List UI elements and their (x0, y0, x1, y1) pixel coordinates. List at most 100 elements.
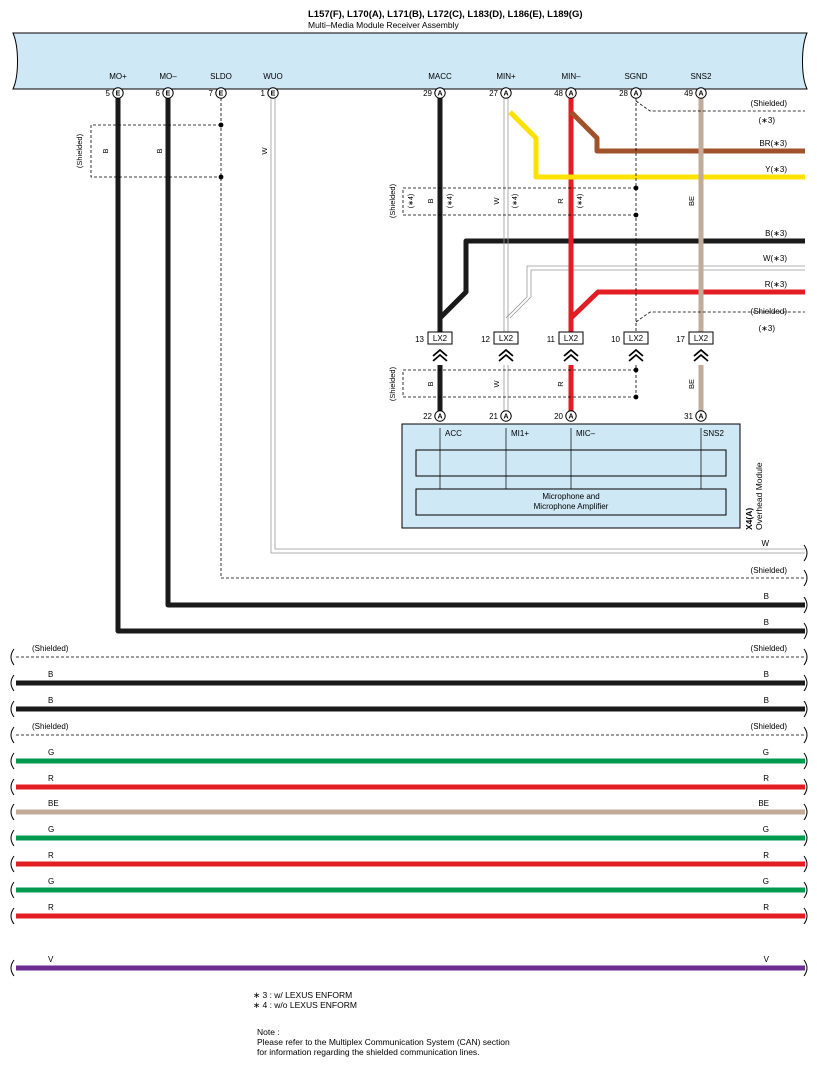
star4-label: (∗4) (408, 194, 415, 208)
wire-color-label: B (764, 618, 769, 627)
receiver-pin-number: 29 (423, 89, 432, 98)
shield-label: (Shielded) (751, 722, 788, 731)
junction-connector-box (623, 331, 649, 345)
star3-label: (∗3) (759, 116, 776, 125)
wire-break-mark (803, 778, 808, 796)
wire-color-label: W (260, 147, 269, 155)
wire-color-label: B (101, 148, 110, 153)
wire-break-mark (10, 726, 15, 744)
receiver-pin-6 (162, 87, 174, 99)
junction-arrow-icon (432, 348, 448, 362)
wire-color-label: BE (48, 799, 59, 808)
receiver-pin-number: 28 (619, 89, 628, 98)
junction-label: LX2 (564, 334, 579, 343)
receiver-pin-label: SNS2 (691, 72, 712, 81)
wire-break-mark (803, 569, 808, 587)
shield-label: (Shielded) (751, 566, 788, 575)
wire-color-label: R (48, 851, 54, 860)
wire-b3-branch (438, 238, 805, 320)
overhead-pin-number: 31 (684, 412, 693, 421)
overhead-module-code: X4(A) (744, 508, 754, 530)
receiver-pin-1 (267, 87, 279, 99)
receiver-pin-48-letter: A (568, 91, 573, 98)
receiver-pin-27-letter: A (503, 91, 508, 98)
star4-label: (∗4) (577, 194, 584, 208)
wire-color-label: V (48, 955, 54, 964)
star3-label: (∗3) (759, 324, 776, 333)
junction-connector-box (688, 331, 714, 345)
wire-color-label: G (48, 748, 54, 757)
wire-w3-branch-b (509, 269, 805, 319)
wire-break-mark (803, 726, 808, 744)
wire-color-label: B (426, 381, 435, 386)
wire-break-mark (803, 803, 808, 821)
junction-pin-number: 10 (611, 335, 620, 344)
wire-break-mark (803, 648, 808, 666)
overhead-pin-31 (695, 410, 707, 422)
receiver-pin-label: MACC (428, 72, 452, 81)
overhead-pin-number: 21 (489, 412, 498, 421)
junction-pin-number: 11 (547, 335, 556, 344)
wire-color-label: B (48, 670, 53, 679)
receiver-pin-49-letter: A (698, 91, 703, 98)
wire-break-mark (10, 700, 15, 718)
wire-color-label: R (48, 903, 54, 912)
note-line-2: for information regarding the shielded c… (257, 1047, 480, 1057)
wire-color-label: Y(∗3) (765, 165, 787, 174)
wire-color-label: B (155, 148, 164, 153)
wire-color-label: G (48, 877, 54, 886)
wire-break-mark (803, 959, 808, 977)
wire-color-label: B (426, 198, 435, 203)
wire-break-mark (10, 829, 15, 847)
shield-label: (Shielded) (32, 722, 69, 731)
wire-color-label: R (556, 198, 565, 204)
wire-break-mark (10, 855, 15, 873)
junction-arrow-icon (628, 348, 644, 362)
shield-line-top (635, 100, 805, 112)
wire-break-mark (10, 648, 15, 666)
wire-color-label: B(∗3) (765, 229, 787, 238)
wire-break-mark (803, 596, 808, 614)
overhead-pin-21-letter: A (503, 414, 508, 421)
wire-break-mark (803, 829, 808, 847)
wire-color-label: BE (687, 379, 696, 389)
footnote-star4: ∗ 4 : w/o LEXUS ENFORM (253, 1000, 357, 1010)
wire-break-mark (10, 959, 15, 977)
wire-break-mark (10, 778, 15, 796)
wire-color-label: W (492, 197, 501, 205)
junction-connector-box (427, 331, 453, 345)
junction-arrow-icon (693, 348, 709, 362)
receiver-pin-number: 5 (106, 89, 111, 98)
wire-color-label: R (763, 851, 769, 860)
junction-label: LX2 (433, 334, 448, 343)
overhead-pin-22-letter: A (437, 414, 442, 421)
wire-w3-branch-a (505, 265, 805, 319)
overhead-pin-20-letter: A (568, 414, 573, 421)
wire-color-label: B (764, 670, 769, 679)
receiver-pin-27 (500, 87, 512, 99)
receiver-pin-1-letter: E (271, 91, 276, 98)
wire-wuo-a (270, 98, 805, 554)
receiver-pin-number: 6 (156, 89, 161, 98)
wire-color-label: R (48, 774, 54, 783)
wire-color-label: G (763, 825, 769, 834)
wire-color-label: G (48, 825, 54, 834)
wire-break-mark (803, 855, 808, 873)
overhead-pin-label: MI1+ (511, 429, 529, 438)
receiver-pin-29-letter: A (437, 91, 442, 98)
shield-box-star4 (402, 187, 636, 216)
wire-color-label: R(∗3) (765, 280, 788, 289)
wire-break-mark (10, 674, 15, 692)
receiver-pin-6-letter: E (166, 91, 171, 98)
shield-label: (Shielded) (75, 133, 84, 168)
wire-color-label: BR(∗3) (759, 139, 787, 148)
wire-mo-plus (115, 98, 805, 634)
wire-color-label: W (492, 380, 501, 388)
junction-connector-box (558, 331, 584, 345)
junction-label: LX2 (499, 334, 514, 343)
receiver-pin-number: 48 (554, 89, 563, 98)
shield-label: (Shielded) (751, 644, 788, 653)
splice-point (633, 367, 639, 373)
receiver-pin-label: SLDO (210, 72, 232, 81)
